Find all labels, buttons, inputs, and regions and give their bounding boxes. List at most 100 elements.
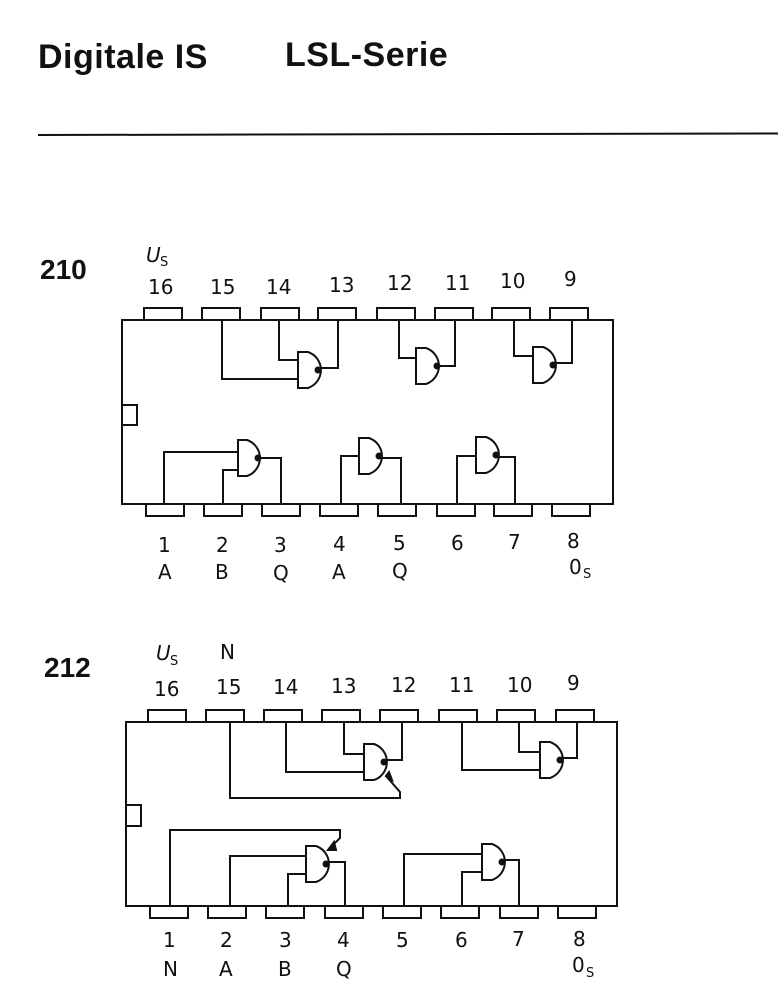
chip-210-gate-upper-3 [513, 320, 573, 384]
chip-212-bottom-pins [149, 905, 597, 919]
chip-210-notch [122, 404, 138, 426]
pin-number: 1 [163, 928, 176, 952]
pin-14 [263, 709, 303, 723]
pin-number: 1 [158, 533, 171, 557]
pin-15 [205, 709, 245, 723]
pin-number: 6 [451, 531, 464, 555]
pin-11 [434, 307, 474, 321]
pin-16 [147, 709, 187, 723]
pin-13 [317, 307, 357, 321]
pin-8 [557, 905, 597, 919]
pin-signal-subscript: S [583, 567, 591, 582]
pin-2 [203, 503, 243, 517]
pin-4 [319, 503, 359, 517]
chip-212-gate-upper-2 [461, 722, 578, 779]
page-title: Digitale IS [38, 38, 208, 76]
pin-number: 3 [274, 533, 287, 557]
pin-3 [261, 503, 301, 517]
pin-15 [201, 307, 241, 321]
pin-8 [551, 503, 591, 517]
pin-signal: A [219, 957, 233, 981]
pin-number: 11 [449, 673, 474, 697]
pin-signal: A [332, 560, 346, 584]
pin-1 [149, 905, 189, 919]
pin-signal: B [278, 957, 292, 981]
pin-number: 16 [154, 677, 179, 701]
pin-number: 14 [266, 275, 291, 299]
pin-number: 8 [573, 927, 586, 951]
chip-212-bottom-signals: N A B Q 0 S [163, 953, 594, 981]
chip-210 [121, 307, 614, 517]
supply-u-label: U [156, 641, 171, 665]
pin-10 [496, 709, 536, 723]
pin-number: 9 [567, 671, 580, 695]
pin-number: 13 [329, 273, 354, 297]
pin-number: 9 [564, 267, 577, 291]
pin-signal-subscript: S [586, 966, 594, 981]
pin-4 [324, 905, 364, 919]
chip-210-bottom-pins [145, 503, 591, 517]
pin-number: 7 [512, 927, 525, 951]
chip-212-gate-upper-1 [229, 722, 403, 799]
pin-9 [549, 307, 589, 321]
pin-number: 6 [455, 928, 468, 952]
pin-number: 5 [393, 531, 406, 555]
chip-212-gate-lower-2 [403, 843, 520, 906]
chip-210-label: 210 [40, 254, 87, 285]
pin-signal: 0 [572, 953, 585, 977]
pin-signal: B [215, 560, 229, 584]
pin-12 [379, 709, 419, 723]
chip-210-bottom-signals: A B Q A Q 0 S [158, 555, 591, 585]
chip-212-label: 212 [44, 652, 91, 683]
pin-number: 4 [337, 928, 350, 952]
chip-210-top-numbers: 16 15 14 13 12 11 10 9 [148, 267, 577, 299]
pin-6 [440, 905, 480, 919]
pin-signal: N [163, 957, 178, 981]
pin-number: 14 [273, 675, 298, 699]
chip-212-gate-lower-1 [169, 829, 346, 906]
pin-12 [376, 307, 416, 321]
pin-number: 15 [210, 275, 235, 299]
pin-number: 8 [567, 529, 580, 553]
chip-212 [125, 709, 618, 919]
pin-11 [438, 709, 478, 723]
chip-210-supply-label: U S [146, 243, 168, 270]
pin-signal: Q [336, 957, 352, 981]
pin-number: 2 [220, 928, 233, 952]
series-title: LSL-Serie [285, 36, 449, 74]
chip-212-body [125, 721, 618, 907]
pin-signal: A [158, 560, 172, 584]
pin-10 [491, 307, 531, 321]
chip-212-notch [126, 804, 142, 827]
pin-signal: N [220, 640, 235, 664]
chip-210-body [121, 319, 614, 505]
pin-signal: 0 [569, 555, 582, 579]
pin-number: 3 [279, 928, 292, 952]
supply-u-subscript: S [170, 654, 178, 669]
pin-number: 13 [331, 674, 356, 698]
pin-1 [145, 503, 185, 517]
chip-210-gate-lower-3 [456, 436, 516, 504]
pin-signal: Q [392, 559, 408, 583]
pin-5 [377, 503, 417, 517]
pin-7 [493, 503, 533, 517]
pin-3 [265, 905, 305, 919]
pin-5 [382, 905, 422, 919]
chip-210-gate-lower-1 [163, 439, 282, 504]
chip-210-bottom-numbers: 1 2 3 4 5 6 7 8 [158, 529, 580, 557]
pin-number: 11 [445, 271, 470, 295]
pin-number: 16 [148, 275, 173, 299]
pin-2 [207, 905, 247, 919]
supply-u-label: U [146, 243, 161, 267]
supply-u-subscript: S [160, 255, 168, 270]
pin-9 [555, 709, 595, 723]
pin-number: 7 [508, 530, 521, 554]
chip-210-gate-upper-1 [221, 320, 339, 389]
pin-6 [436, 503, 476, 517]
pin-16 [143, 307, 183, 321]
pin-number: 2 [216, 533, 229, 557]
pin-number: 15 [216, 675, 241, 699]
pin-number: 12 [387, 271, 412, 295]
pin-13 [321, 709, 361, 723]
pin-signal: Q [273, 561, 289, 585]
